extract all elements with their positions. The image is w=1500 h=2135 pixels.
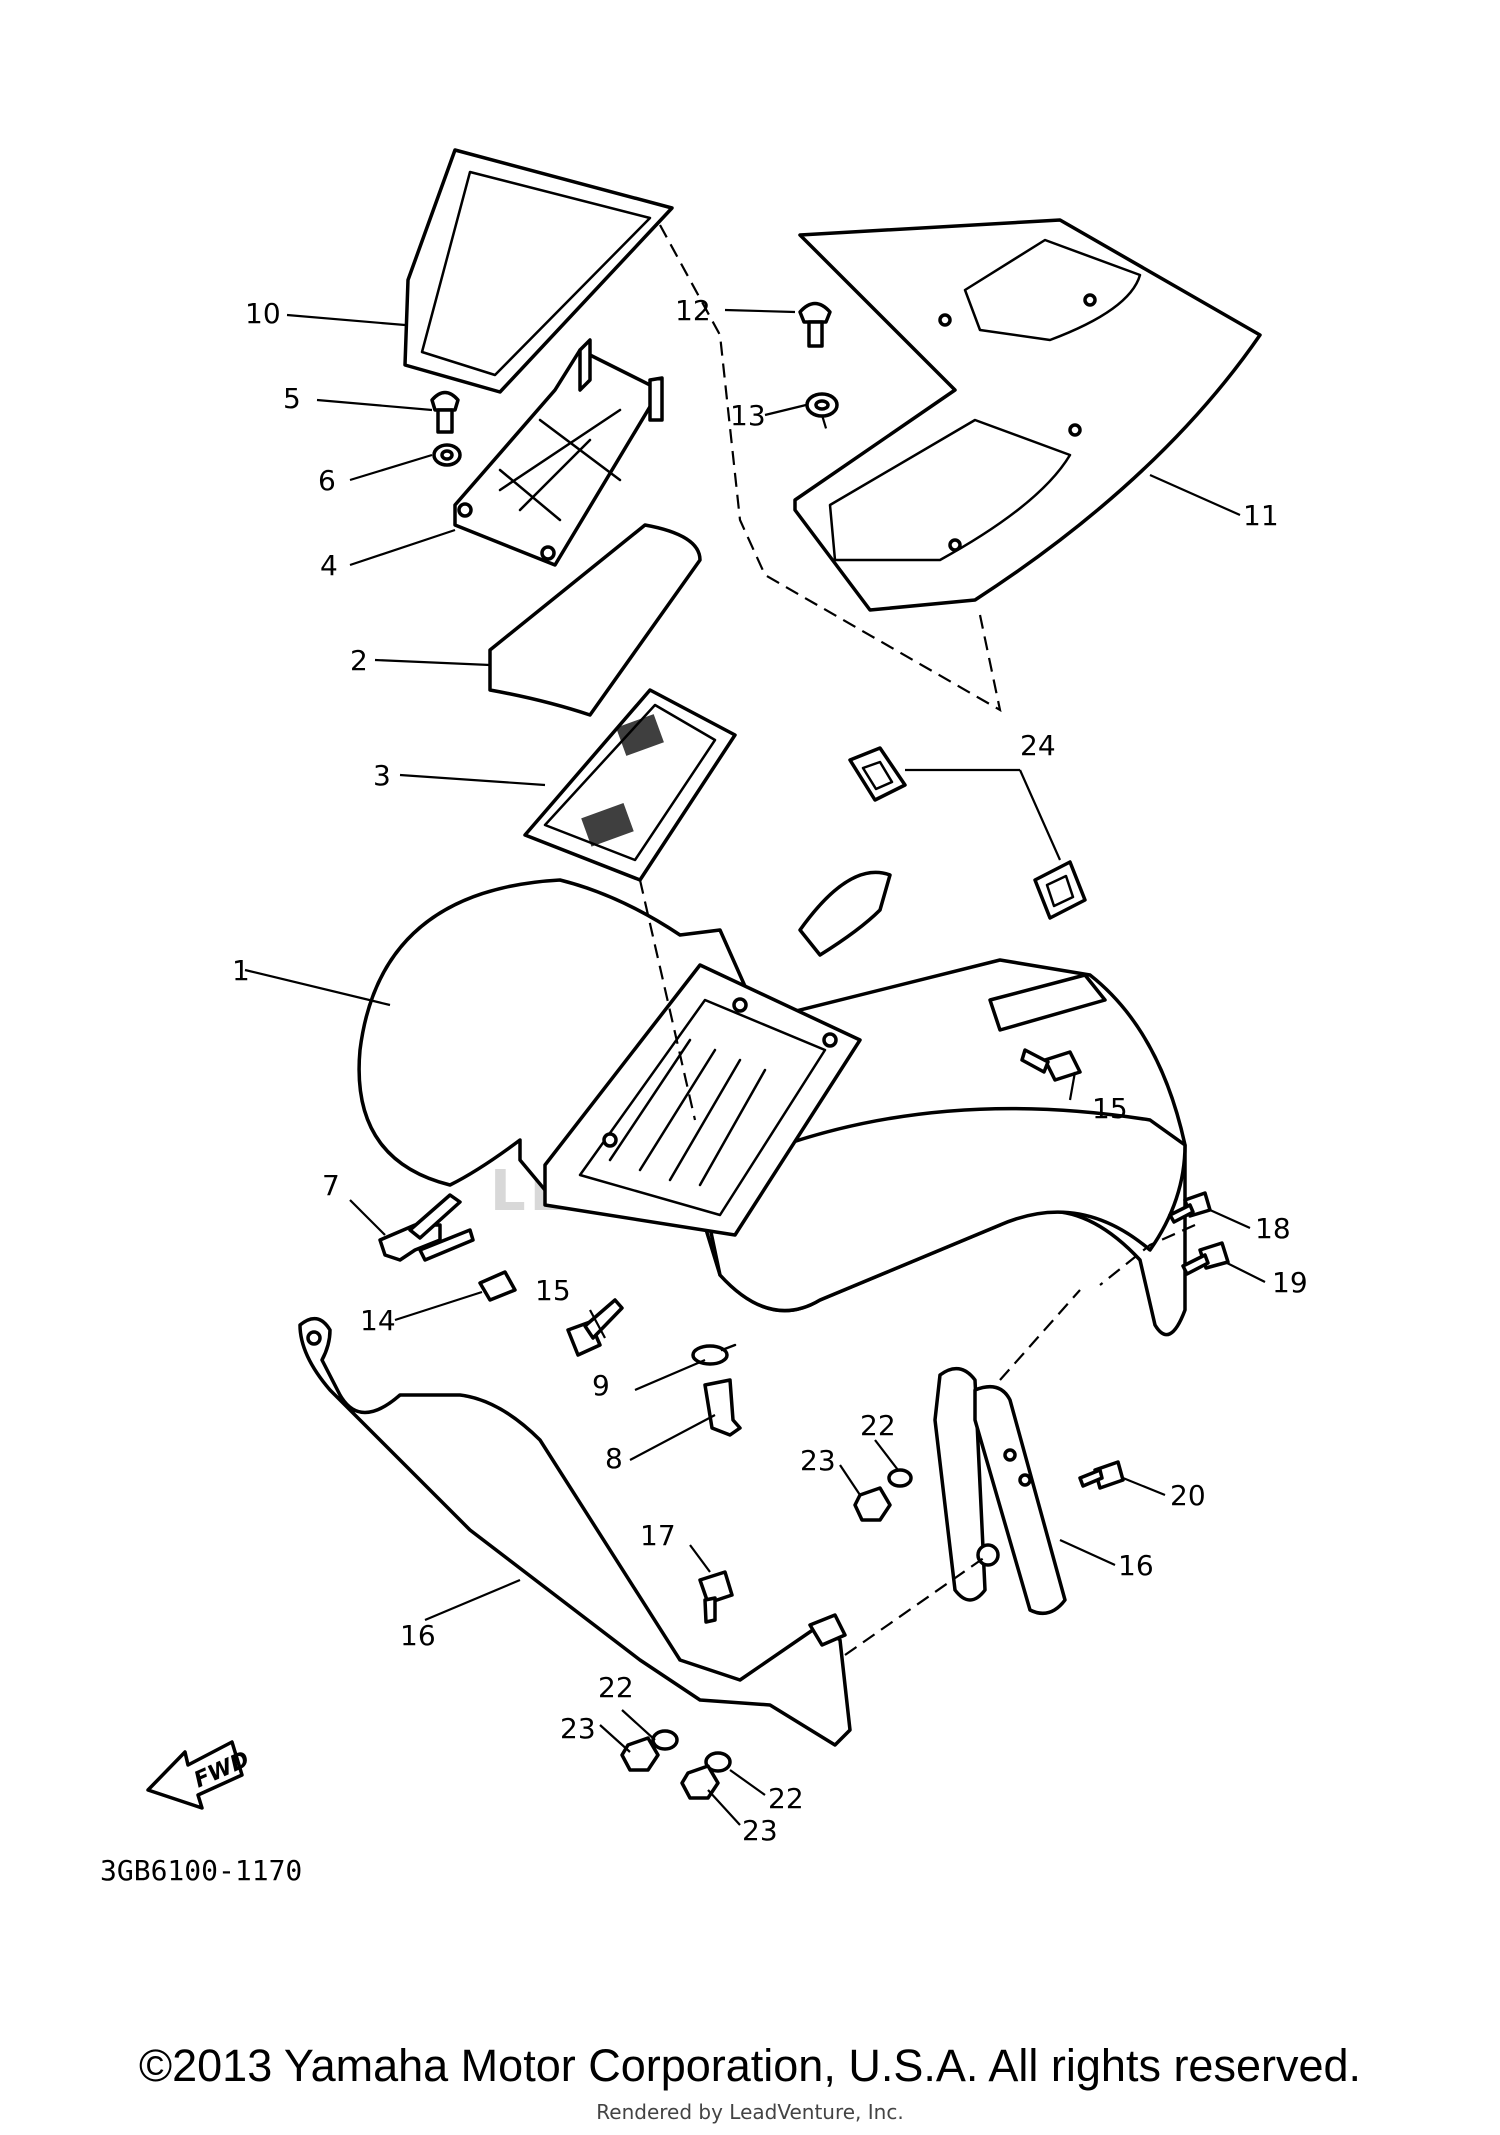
callout-22-bottom: 22 [768, 1782, 804, 1815]
callout-22-left: 22 [598, 1671, 634, 1704]
part-13-washer[interactable] [805, 392, 839, 418]
part-21-screw[interactable] [1078, 1460, 1125, 1490]
callout-10: 10 [245, 297, 281, 330]
part-19-screw[interactable] [1168, 1191, 1212, 1224]
callout-17: 16 [400, 1619, 436, 1652]
callout-24: 24 [1020, 729, 1056, 762]
part-22-washer-c[interactable] [704, 1751, 732, 1773]
callout-16: 16 [1118, 1549, 1154, 1582]
callout-13: 13 [730, 399, 766, 432]
part-10-seal[interactable] [403, 148, 674, 394]
part-9-clamp[interactable] [691, 1343, 737, 1366]
callout-23-left: 23 [560, 1712, 596, 1745]
part-17-stay[interactable] [298, 1316, 852, 1747]
part-12-bolt[interactable] [798, 301, 832, 348]
callout-21: 20 [1170, 1479, 1206, 1512]
callout-1: 1 [232, 954, 250, 987]
part-23-nut-a[interactable] [853, 1486, 892, 1522]
part-4-bracket[interactable] [453, 338, 664, 567]
part-16-mud-flap[interactable] [933, 1366, 1067, 1616]
part-11-top-cover[interactable] [793, 218, 1262, 612]
callout-12: 12 [675, 294, 711, 327]
callout-6: 6 [318, 464, 336, 497]
exploded-parts-diagram: LEADVENTURE [100, 148, 1308, 1887]
part-22-washer-b[interactable] [651, 1729, 679, 1751]
callout-23-bottom: 23 [742, 1814, 778, 1847]
callout-15-upper: 15 [1092, 1092, 1128, 1125]
part-15-bolt-a[interactable] [566, 1298, 624, 1357]
part-18-bolt[interactable] [698, 1570, 734, 1624]
callout-18: 17 [640, 1519, 676, 1552]
part-24-grommet-b[interactable] [1033, 860, 1087, 920]
callout-8: 8 [605, 1442, 623, 1475]
callout-11: 11 [1243, 499, 1279, 532]
part-6-washer[interactable] [432, 443, 462, 467]
part-24-grommet-a[interactable] [848, 746, 907, 802]
callout-14: 14 [360, 1304, 396, 1337]
callout-9: 9 [592, 1369, 610, 1402]
callout-23-right: 23 [800, 1444, 836, 1477]
callout-19: 18 [1255, 1212, 1291, 1245]
part-22-washer-a[interactable] [887, 1468, 913, 1488]
callout-2: 2 [350, 644, 368, 677]
part-14-block[interactable] [478, 1270, 517, 1302]
callout-15-lower: 15 [535, 1274, 571, 1307]
callout-20: 19 [1272, 1266, 1308, 1299]
callout-5: 5 [283, 382, 301, 415]
part-15-bolt-b[interactable] [1020, 1048, 1082, 1082]
callout-4: 4 [320, 549, 338, 582]
part-23-nut-b[interactable] [620, 1736, 660, 1772]
diagram-part-code: 3GB6100-1170 [100, 1854, 302, 1887]
part-3-mesh-filter[interactable] [523, 688, 737, 882]
part-2-filter-element[interactable] [488, 523, 702, 717]
part-20-screw[interactable] [1181, 1241, 1230, 1276]
copyright-notice: ©2013 Yamaha Motor Corporation, U.S.A. A… [138, 2040, 1362, 2091]
callout-22-right: 22 [860, 1409, 896, 1442]
rendered-by-notice: Rendered by LeadVenture, Inc. [596, 2100, 904, 2124]
callout-3: 3 [373, 759, 391, 792]
part-23-nut-c[interactable] [680, 1764, 720, 1800]
callout-labels: 10 5 6 4 2 3 1 7 14 15 9 8 12 13 11 24 1… [232, 294, 1308, 1847]
leader-lines [244, 224, 1266, 1826]
part-7-clamp[interactable] [378, 1193, 475, 1262]
fwd-arrow-icon: FWD [146, 1740, 253, 1810]
callout-7: 7 [322, 1169, 340, 1202]
part-5-bolt[interactable] [430, 390, 460, 434]
part-8-cap[interactable] [703, 1378, 742, 1437]
part-1-rear-fender[interactable] [357, 870, 1187, 1337]
